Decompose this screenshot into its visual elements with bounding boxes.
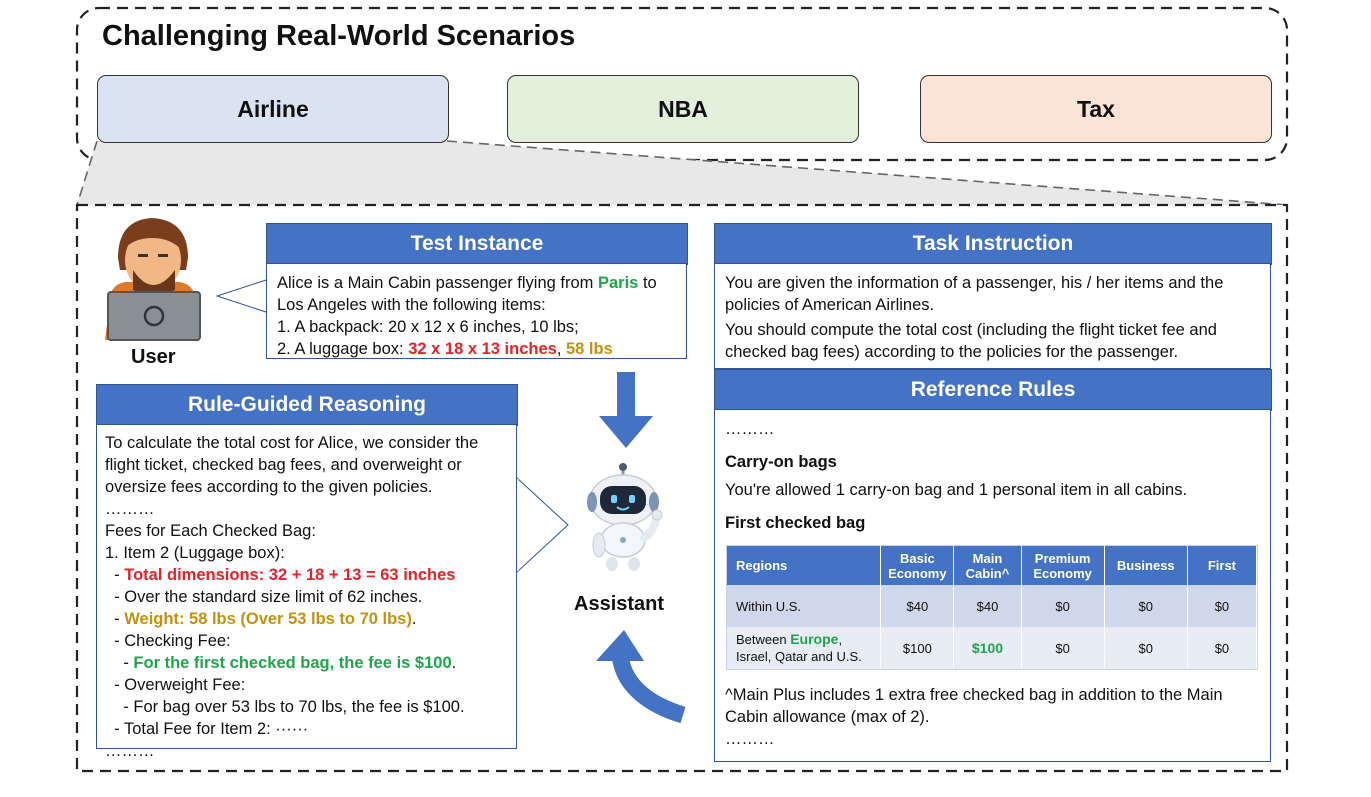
table-row: Within U.S. $40 $40 $0 $0 $0 [727,585,1258,627]
text: . [411,610,417,628]
table-cell: $0 [1104,627,1188,669]
down-arrow-icon [599,372,653,448]
domain-tax: Tax [920,75,1272,143]
text: 1. A backpack: 20 x 12 x 6 inches, 10 lb… [277,318,579,336]
text: Fees for Each Checked Bag: [105,522,316,540]
highlight-weight: 58 lbs [565,340,613,358]
col-header: Business [1104,546,1188,585]
text: You are given the information of a passe… [725,274,1224,292]
text: to [638,274,657,292]
text: Alice is a Main Cabin passenger flying f… [277,274,598,292]
text: - For bag over 53 lbs to 70 lbs, the fee… [105,698,465,716]
carry-on-title: Carry-on bags [725,453,837,471]
text: . [451,654,457,672]
text: To calculate the total cost for Alice, w… [105,434,479,452]
col-header: First [1187,546,1258,585]
task-instruction-header: Task Instruction [714,223,1272,265]
text: You're allowed 1 carry-on bag and 1 pers… [725,481,1188,499]
reasoning-header: Rule-Guided Reasoning [96,384,518,426]
first-checked-title: First checked bag [725,514,866,532]
text: - [105,654,134,672]
ellipsis: ……… [725,730,775,748]
text: oversize fees according to the given pol… [105,478,433,496]
table-cell-highlight: $100 [953,627,1022,669]
text: 2. A luggage box: [277,340,409,358]
text: - [105,610,125,628]
reference-rules-header: Reference Rules [714,369,1272,411]
highlight-fee: For the first checked bag, the fee is $1… [133,654,452,672]
domain-airline: Airline [97,75,449,143]
test-instance-body: Alice is a Main Cabin passenger flying f… [266,263,687,359]
highlight-total-dimensions: Total dimensions: 32 + 18 + 13 = 63 inch… [124,566,456,584]
highlight-dimensions: 32 x 18 x 13 inches [408,340,557,358]
text: ^Main Plus includes 1 extra free checked… [725,686,1223,704]
curved-arrow-icon [596,630,686,724]
assistant-label: Assistant [574,593,665,615]
text: checked bag fees) according to the polic… [725,343,1179,361]
table-cell: $0 [1021,585,1105,627]
test-instance-header: Test Instance [266,223,688,265]
text: You should compute the total cost (inclu… [725,321,1217,339]
user-label: User [131,346,176,368]
text: 1. Item 2 (Luggage box): [105,544,285,562]
scenarios-frame [75,6,1289,162]
table-cell: $40 [880,585,955,627]
text: - Total Fee for Item 2: ······ [105,720,309,738]
highlight-city: Paris [597,274,639,292]
ellipsis: ……… [105,742,155,760]
table-cell: $0 [1187,585,1258,627]
table-cell: $0 [1021,627,1105,669]
table-cell: Between Europe,Israel, Qatar and U.S. [727,627,882,669]
text: Cabin allowance (max of 2). [725,708,930,726]
col-header: Regions [727,546,882,585]
text: policies of American Airlines. [725,296,935,314]
table-cell: $0 [1104,585,1188,627]
zoom-connector [77,141,1287,205]
text: - Over the standard size limit of 62 inc… [105,588,423,606]
highlight-weight: Weight: 58 lbs (Over 53 lbs to 70 lbs) [124,610,412,628]
domain-nba: NBA [507,75,859,143]
table-cell: $0 [1187,627,1258,669]
table-row: Between Europe,Israel, Qatar and U.S. $1… [727,627,1258,669]
text: - Checking Fee: [105,632,231,650]
ellipsis: ……… [105,500,155,518]
table-cell: $40 [953,585,1022,627]
text: - [105,566,125,584]
reasoning-body: To calculate the total cost for Alice, w… [96,424,517,760]
robot-assistant-icon [587,463,663,571]
table-cell: $100 [880,627,955,669]
user-icon [105,218,201,341]
text: Los Angeles with the following items: [277,296,546,314]
text: , [556,340,566,358]
task-instruction-body: You are given the information of a passe… [714,263,1271,369]
ellipsis: ……… [725,420,775,438]
text: flight ticket, checked bag fees, and ove… [105,456,462,474]
table-cell: Within U.S. [727,585,882,627]
page-title: Challenging Real-World Scenarios [102,20,576,52]
highlight-region: Europe [790,631,839,647]
text: - Overweight Fee: [105,676,246,694]
